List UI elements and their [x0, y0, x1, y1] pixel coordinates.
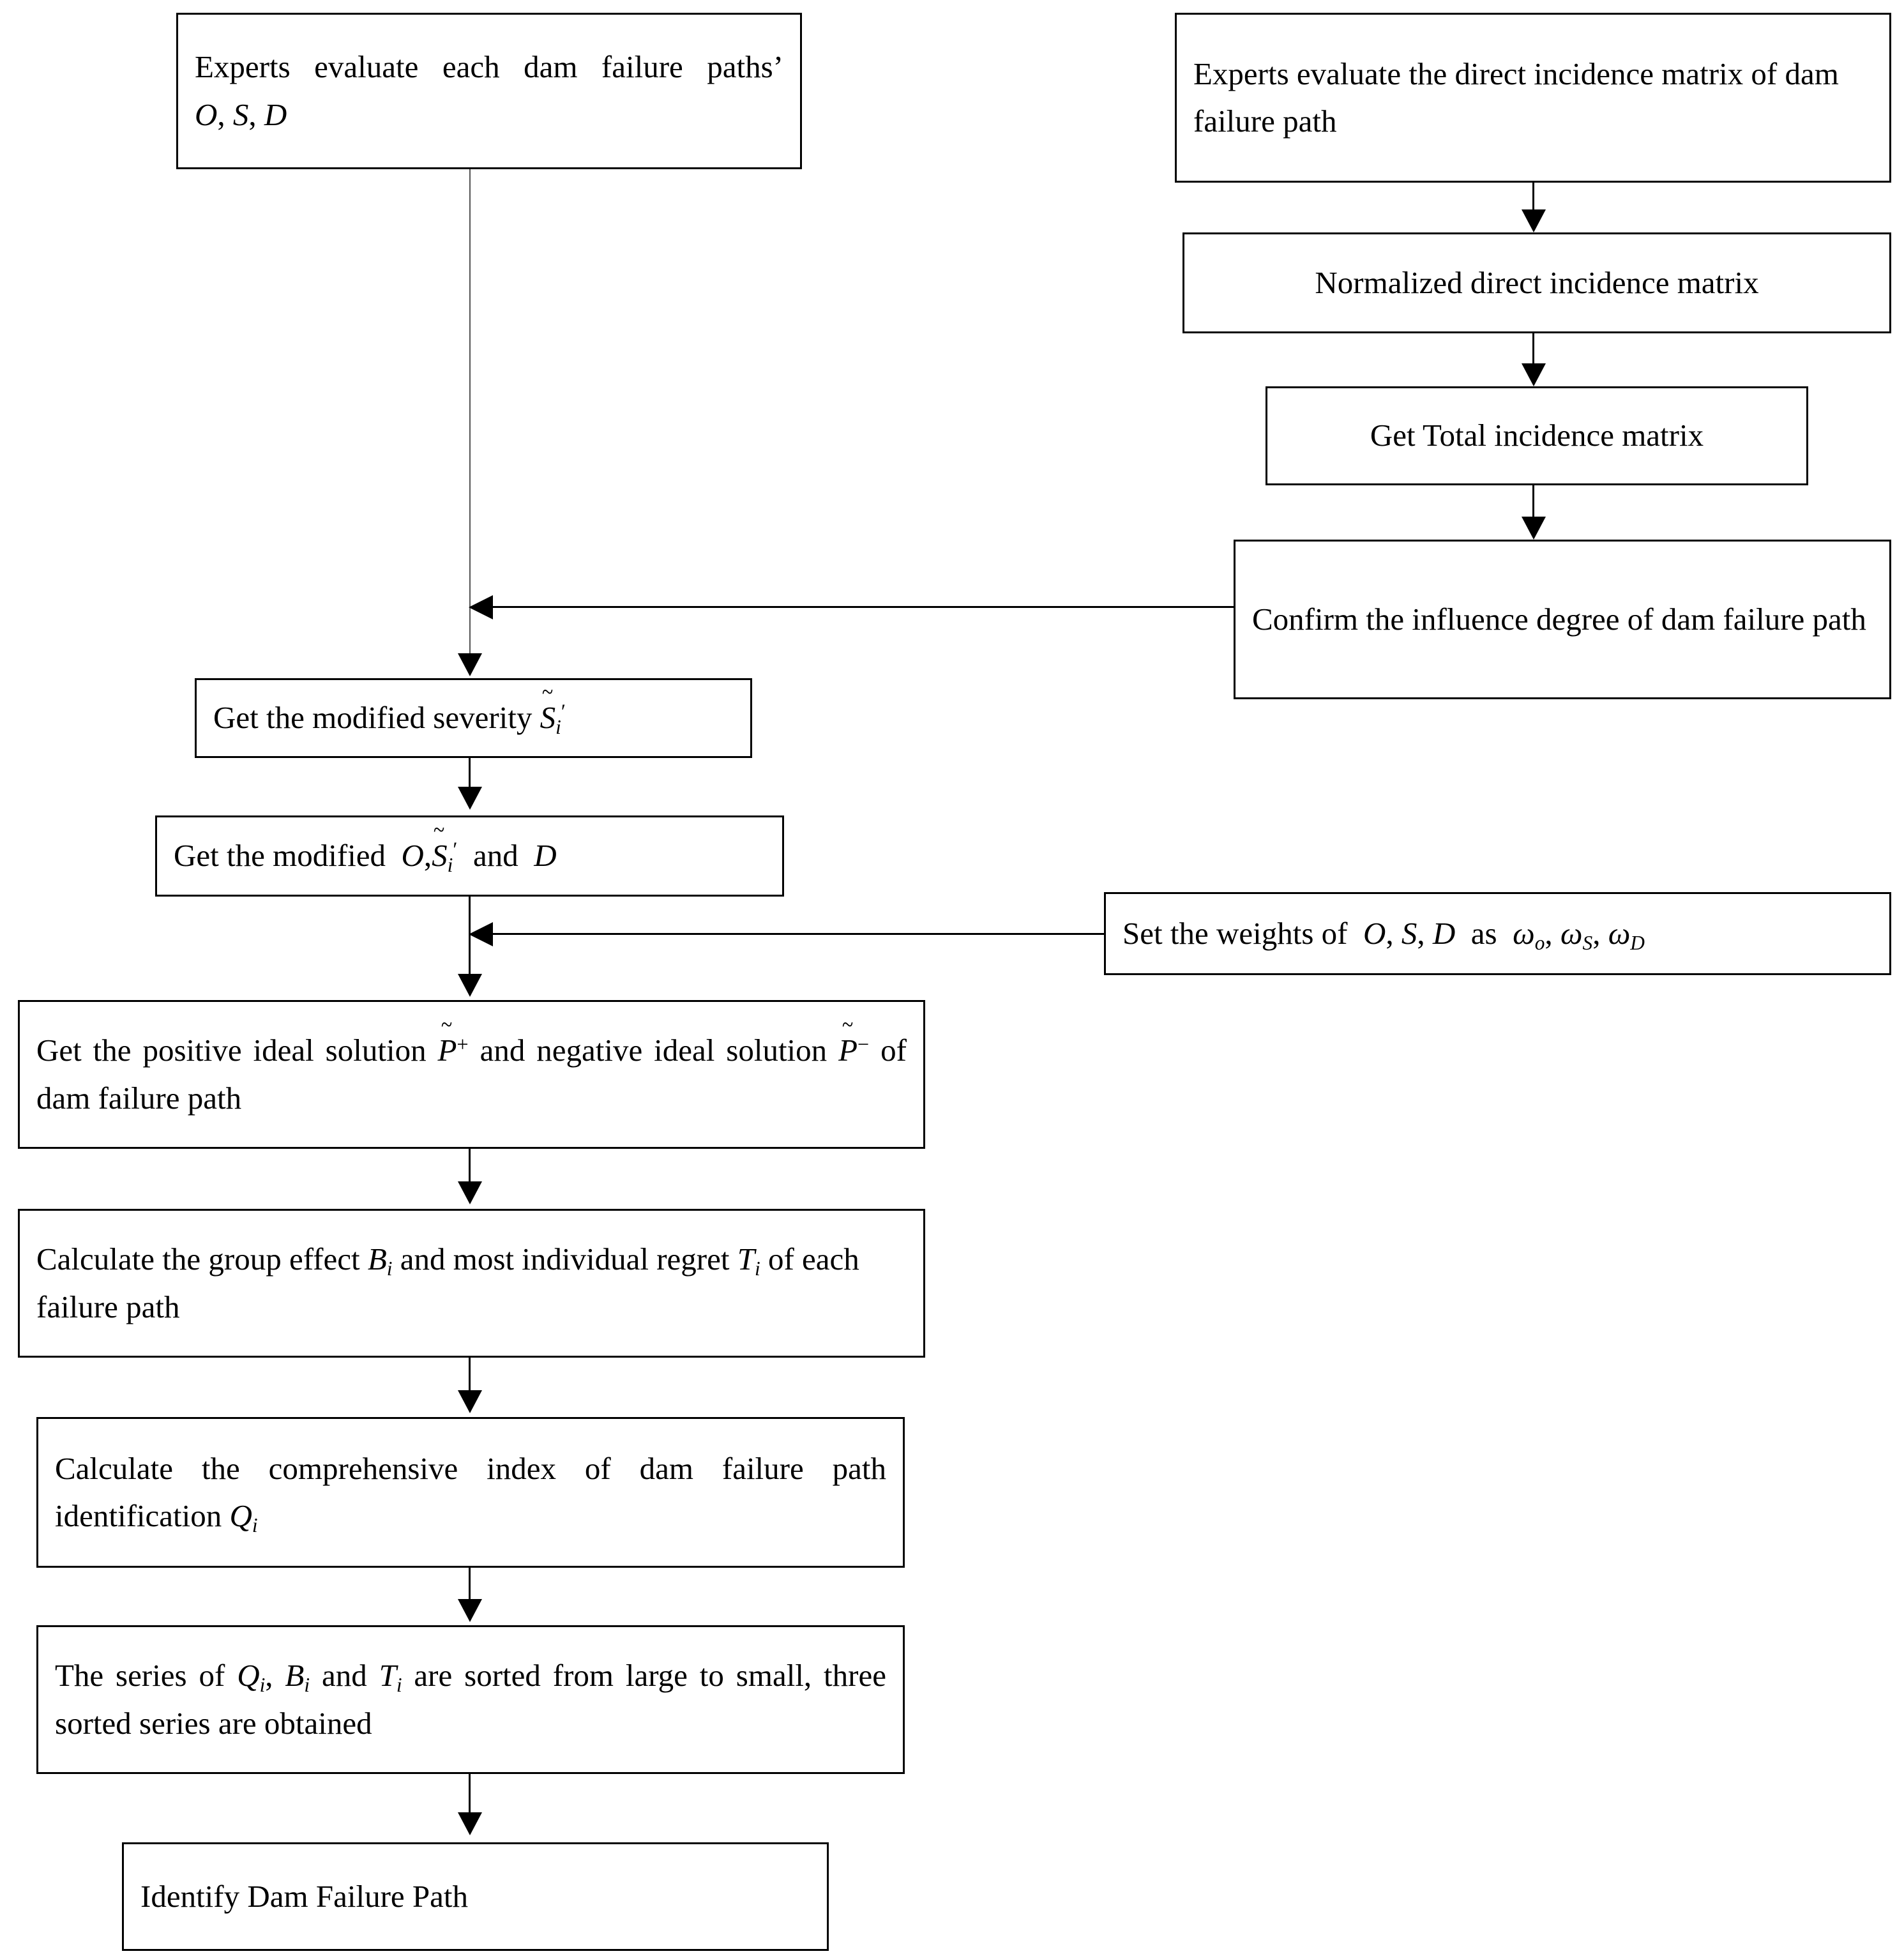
- arrowhead-group-to-comprehensive: [458, 1390, 482, 1413]
- node-ideal-solutions: Get the positive ideal solution P+ and n…: [18, 1000, 925, 1149]
- node-set-weights-label: Set the weights of O, S, D as ωo, ωS, ωD: [1122, 915, 1645, 954]
- node-sorted-series: The series of Qi, Bi and Ti are sorted f…: [36, 1625, 905, 1774]
- connector-ideal-to-group: [469, 1149, 471, 1183]
- node-sorted-series-label: The series of Qi, Bi and Ti are sorted f…: [55, 1658, 886, 1741]
- connector-severity-to-modified-osd: [469, 758, 471, 789]
- connector-total-to-confirm: [1532, 485, 1534, 519]
- node-identify-dam-failure-path: Identify Dam Failure Path: [122, 1842, 829, 1951]
- node-modified-severity: Get the modified severity Si′: [195, 678, 752, 758]
- node-group-effect-label: Calculate the group effect Bi and most i…: [36, 1241, 859, 1324]
- arrowhead-series-to-identify: [458, 1812, 482, 1835]
- node-total-incidence-matrix-label: Get Total incidence matrix: [1370, 418, 1704, 453]
- node-comprehensive-index-label: Calculate the comprehensive index of dam…: [55, 1450, 886, 1536]
- node-experts-evaluate-matrix: Experts evaluate the direct incidence ma…: [1175, 13, 1891, 183]
- connector-series-to-identify: [469, 1774, 471, 1814]
- node-group-effect: Calculate the group effect Bi and most i…: [18, 1209, 925, 1358]
- node-experts-evaluate-matrix-label: Experts evaluate the direct incidence ma…: [1193, 56, 1839, 139]
- node-modified-severity-label: Get the modified severity Si′: [213, 694, 734, 741]
- arrowhead-modified-osd-to-ideal: [458, 974, 482, 997]
- arrowhead-experts-to-severity: [458, 653, 482, 676]
- arrowhead-matrix-to-normalized: [1522, 209, 1546, 232]
- node-experts-evaluate-osd: Experts evaluate each dam failure paths’…: [176, 13, 802, 169]
- node-set-weights: Set the weights of O, S, D as ωo, ωS, ωD: [1104, 892, 1891, 975]
- connector-comprehensive-to-series: [469, 1568, 471, 1601]
- node-normalized-matrix-label: Normalized direct incidence matrix: [1315, 264, 1759, 300]
- arrowhead-ideal-to-group: [458, 1181, 482, 1204]
- node-confirm-influence-degree: Confirm the influence degree of dam fail…: [1234, 540, 1891, 699]
- arrowhead-severity-to-modified-osd: [458, 787, 482, 810]
- node-total-incidence-matrix: Get Total incidence matrix: [1266, 386, 1808, 485]
- arrowhead-total-to-confirm: [1522, 517, 1546, 540]
- connector-experts-to-severity: [469, 169, 471, 655]
- node-experts-evaluate-osd-label: Experts evaluate each dam failure paths’…: [195, 49, 783, 132]
- connector-normalized-to-total: [1532, 333, 1534, 365]
- node-normalized-matrix: Normalized direct incidence matrix: [1182, 232, 1891, 333]
- node-modified-osd: Get the modified O,Si′ and D: [155, 815, 784, 897]
- arrowhead-weights-to-ideal: [469, 922, 493, 946]
- connector-matrix-to-normalized: [1532, 183, 1534, 213]
- arrowhead-confirm-to-severity: [469, 595, 493, 619]
- node-identify-dam-failure-path-label: Identify Dam Failure Path: [140, 1878, 469, 1914]
- node-comprehensive-index: Calculate the comprehensive index of dam…: [36, 1417, 905, 1568]
- connector-confirm-to-severity: [493, 606, 1235, 608]
- node-confirm-influence-degree-label: Confirm the influence degree of dam fail…: [1252, 601, 1866, 637]
- connector-group-to-comprehensive: [469, 1358, 471, 1392]
- node-modified-osd-label: Get the modified O,Si′ and D: [174, 832, 766, 879]
- node-ideal-solutions-label: Get the positive ideal solution P+ and n…: [36, 1027, 907, 1122]
- arrowhead-normalized-to-total: [1522, 363, 1546, 386]
- arrowhead-comprehensive-to-series: [458, 1599, 482, 1622]
- connector-weights-to-ideal: [493, 933, 1106, 935]
